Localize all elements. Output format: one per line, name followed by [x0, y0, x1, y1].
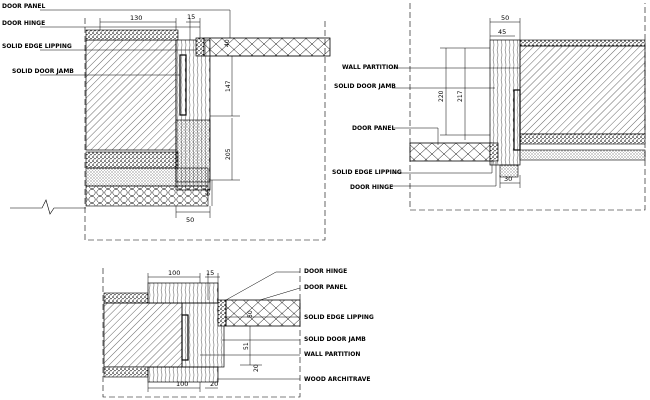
architrave-top	[147, 282, 219, 304]
insulation-band	[85, 185, 209, 207]
dim-50: 50	[501, 14, 509, 22]
wall-finish-top	[85, 29, 179, 41]
edge-lipping	[217, 299, 227, 327]
label-solid-edge-lipping: SOLID EDGE LIPPING	[304, 314, 374, 321]
label-solid-door-jamb: SOLID DOOR JAMB	[334, 83, 396, 90]
dim-100-top: 100	[168, 269, 180, 277]
dim-217: 217	[457, 90, 464, 102]
dim-147: 147	[225, 80, 232, 92]
solid-door-jamb	[181, 302, 225, 368]
label-solid-door-jamb: SOLID DOOR JAMB	[12, 68, 74, 75]
dim-65: 65	[205, 188, 212, 196]
dim-100-bottom: 100	[176, 380, 188, 388]
wall-partition-hatch	[85, 39, 177, 151]
label-wood-architrave: WOOD ARCHITRAVE	[304, 376, 371, 383]
dim-40: 40	[224, 39, 231, 47]
door-panel	[225, 299, 301, 327]
section-boundary	[84, 18, 326, 241]
edge-lipping	[195, 37, 205, 57]
door-panel	[409, 142, 493, 162]
label-door-panel: DOOR PANEL	[2, 3, 46, 10]
dim-45: 45	[498, 28, 506, 36]
dim-220: 220	[438, 90, 445, 102]
detail-bottom: DOOR HINGE DOOR PANEL SOLID EDGE LIPPING…	[102, 268, 374, 398]
dim-30: 30	[504, 175, 512, 183]
dim-20-mid: 20	[253, 364, 260, 372]
label-solid-edge-lipping: SOLID EDGE LIPPING	[2, 43, 72, 50]
stop-bead	[499, 164, 519, 178]
detail-top-left: DOOR PANEL DOOR HINGE SOLID EDGE LIPPING…	[2, 3, 331, 241]
label-door-panel: DOOR PANEL	[352, 125, 396, 132]
floor-band	[519, 149, 646, 161]
dim-50: 50	[186, 216, 194, 224]
wall-finish-bottom	[519, 133, 646, 145]
dim-20-bottom: 20	[210, 380, 218, 388]
label-door-hinge: DOOR HINGE	[2, 20, 45, 27]
label-wall-partition: WALL PARTITION	[342, 64, 398, 71]
architrave	[175, 119, 211, 183]
label-wall-partition: WALL PARTITION	[304, 351, 360, 358]
hinge-block	[181, 314, 189, 361]
label-door-hinge: DOOR HINGE	[304, 268, 347, 275]
dim-205: 205	[225, 148, 232, 160]
dim-50: 50	[247, 310, 254, 318]
wall-finish-bottom	[85, 151, 179, 169]
label-solid-door-jamb: SOLID DOOR JAMB	[304, 336, 366, 343]
label-solid-edge-lipping: SOLID EDGE LIPPING	[332, 169, 402, 176]
detail-top-right: WALL PARTITION SOLID DOOR JAMB DOOR PANE…	[332, 3, 646, 211]
wall-partition-hatch	[519, 45, 646, 135]
hinge-block	[513, 89, 521, 151]
edge-lipping	[489, 142, 499, 162]
wall-finish-top	[519, 39, 646, 47]
wall-finish-top	[103, 292, 149, 304]
wall-finish-bottom	[103, 366, 149, 378]
label-door-hinge: DOOR HINGE	[350, 184, 393, 191]
hinge-block	[179, 54, 187, 116]
break-line	[10, 199, 86, 215]
dim-51: 51	[243, 342, 250, 350]
section-boundary	[102, 268, 301, 398]
dim-15: 15	[206, 269, 214, 277]
wall-partition-hatch	[103, 302, 183, 368]
label-door-panel: DOOR PANEL	[304, 284, 348, 291]
dim-15: 15	[187, 13, 195, 21]
dim-130: 130	[130, 14, 142, 22]
door-panel	[203, 37, 331, 57]
